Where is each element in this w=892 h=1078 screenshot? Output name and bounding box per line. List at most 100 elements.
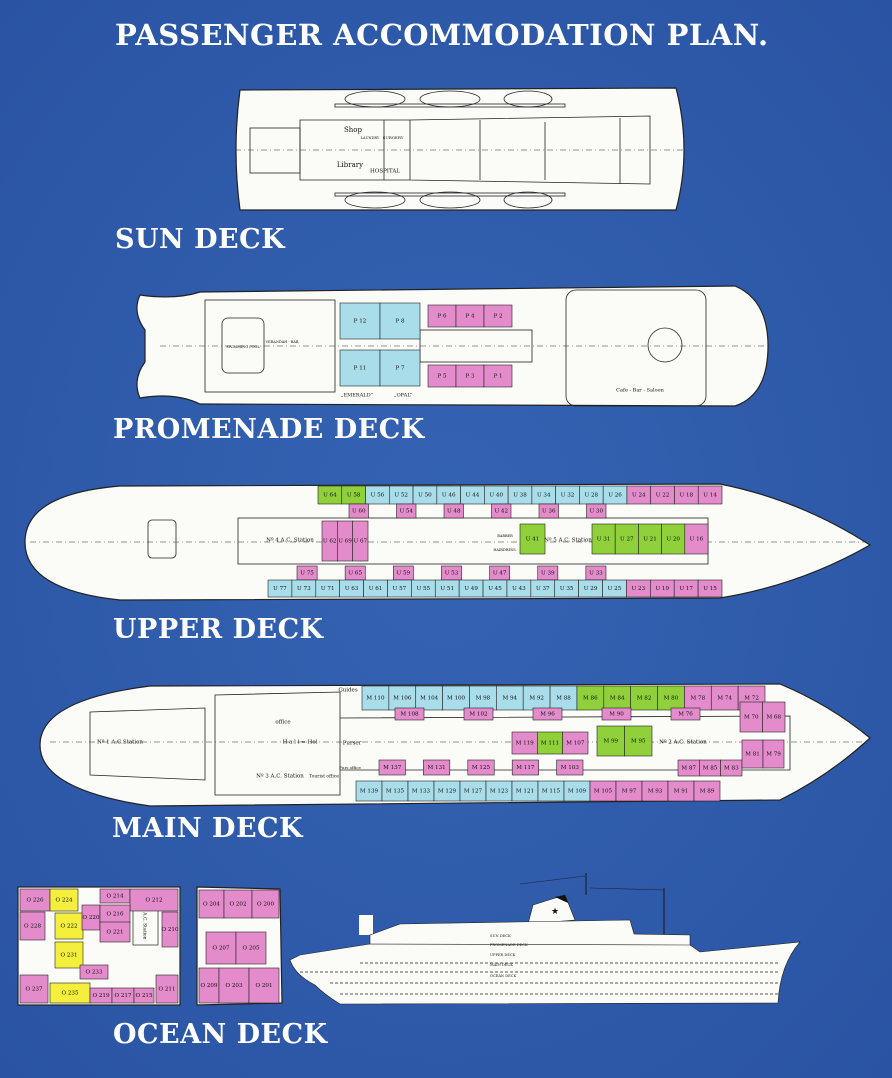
cabin[interactable]: U 43 xyxy=(506,579,532,598)
cabin[interactable]: P 7 xyxy=(379,349,421,387)
cabin[interactable]: O 204 xyxy=(198,889,225,919)
cabin[interactable]: M 80 xyxy=(657,685,685,711)
cabin[interactable]: M 83 xyxy=(720,759,743,777)
cabin[interactable]: U 27 xyxy=(614,523,639,555)
cabin[interactable]: U 36 xyxy=(538,503,559,519)
cabin[interactable]: M 90 xyxy=(601,707,632,721)
cabin[interactable]: P 2 xyxy=(483,304,513,328)
cabin[interactable]: O 224 xyxy=(49,888,79,912)
cabin[interactable]: M 102 xyxy=(463,707,494,721)
cabin[interactable]: O 201 xyxy=(248,967,280,1004)
cabin[interactable]: U 16 xyxy=(684,523,709,555)
cabin[interactable]: M 110 xyxy=(361,685,390,711)
cabin[interactable]: O 212 xyxy=(129,888,179,912)
cabin[interactable]: M 74 xyxy=(710,685,739,711)
cabin[interactable]: M 108 xyxy=(394,707,425,721)
cabin[interactable]: M 87 xyxy=(677,759,700,777)
cabin[interactable]: O 220 xyxy=(81,904,101,931)
cabin[interactable]: M 76 xyxy=(670,707,701,721)
cabin[interactable]: U 41 xyxy=(519,523,546,555)
cabin[interactable]: M 125 xyxy=(467,759,495,776)
cabin[interactable]: P 4 xyxy=(455,304,485,328)
cabin[interactable]: O 203 xyxy=(218,967,250,1004)
cabin[interactable]: M 119 xyxy=(511,731,538,755)
cabin[interactable]: P 6 xyxy=(427,304,457,328)
cabin[interactable]: U 34 xyxy=(531,485,556,505)
cabin[interactable]: U 49 xyxy=(458,579,484,598)
cabin[interactable]: U 60 xyxy=(348,503,369,519)
cabin[interactable]: M 115 xyxy=(537,780,565,802)
cabin[interactable]: U 52 xyxy=(388,485,414,505)
cabin[interactable]: U 77 xyxy=(267,579,293,598)
cabin[interactable]: U 28 xyxy=(579,485,604,505)
cabin[interactable]: U 29 xyxy=(578,579,603,598)
cabin[interactable]: M 104 xyxy=(415,685,443,711)
cabin[interactable]: P 5 xyxy=(427,364,457,388)
cabin[interactable]: U 18 xyxy=(674,485,699,505)
cabin[interactable]: M 86 xyxy=(576,685,605,711)
cabin[interactable]: U 45 xyxy=(482,579,508,598)
cabin[interactable]: U 63 xyxy=(339,579,364,598)
cabin[interactable]: M 133 xyxy=(407,780,435,802)
cabin[interactable]: M 81 xyxy=(741,739,764,769)
cabin[interactable]: O 211 xyxy=(155,974,179,1004)
cabin[interactable]: O 207 xyxy=(205,931,237,965)
cabin[interactable]: U 33 xyxy=(585,565,607,581)
cabin[interactable]: U 31 xyxy=(591,523,616,555)
cabin[interactable]: U 73 xyxy=(291,579,317,598)
cabin[interactable]: U 37 xyxy=(530,579,556,598)
cabin[interactable]: U 20 xyxy=(661,523,686,555)
cabin[interactable]: M 97 xyxy=(615,780,643,802)
cabin[interactable]: M 94 xyxy=(496,685,524,711)
cabin[interactable]: P 11 xyxy=(339,349,381,387)
cabin[interactable]: O 235 xyxy=(49,982,91,1004)
cabin[interactable]: U 38 xyxy=(507,485,533,505)
cabin[interactable]: M 100 xyxy=(442,685,470,711)
cabin[interactable]: M 123 xyxy=(485,780,513,802)
cabin[interactable]: U 55 xyxy=(411,579,436,598)
cabin[interactable]: O 231 xyxy=(54,941,84,969)
cabin[interactable]: M 78 xyxy=(684,685,712,711)
cabin[interactable]: U 46 xyxy=(436,485,461,505)
cabin[interactable]: O 216 xyxy=(99,904,131,924)
cabin[interactable]: P 3 xyxy=(455,364,485,388)
cabin[interactable]: M 139 xyxy=(355,780,383,802)
cabin[interactable]: U 69 xyxy=(337,520,353,562)
cabin[interactable]: U 64 xyxy=(317,485,343,505)
cabin[interactable]: U 25 xyxy=(602,579,627,598)
cabin[interactable]: O 217 xyxy=(111,987,135,1004)
cabin[interactable]: M 92 xyxy=(522,685,551,711)
cabin[interactable]: U 56 xyxy=(365,485,390,505)
cabin[interactable]: M 111 xyxy=(537,731,563,755)
cabin[interactable]: M 129 xyxy=(433,780,461,802)
cabin[interactable]: U 59 xyxy=(392,565,414,581)
cabin[interactable]: O 233 xyxy=(79,964,109,980)
cabin[interactable]: U 14 xyxy=(697,485,723,505)
cabin[interactable]: O 210 xyxy=(161,911,179,948)
cabin[interactable]: M 96 xyxy=(532,707,563,721)
cabin[interactable]: M 89 xyxy=(693,780,721,802)
cabin[interactable]: U 61 xyxy=(363,579,388,598)
cabin[interactable]: O 202 xyxy=(223,889,253,919)
cabin[interactable]: M 82 xyxy=(630,685,658,711)
cabin[interactable]: U 17 xyxy=(673,579,699,598)
cabin[interactable]: U 30 xyxy=(586,503,607,519)
cabin[interactable]: U 21 xyxy=(638,523,662,555)
cabin[interactable]: M 106 xyxy=(388,685,417,711)
cabin[interactable]: U 65 xyxy=(344,565,366,581)
cabin[interactable]: M 109 xyxy=(563,780,591,802)
cabin[interactable]: U 22 xyxy=(650,485,675,505)
cabin[interactable]: U 54 xyxy=(396,503,417,519)
cabin[interactable]: U 75 xyxy=(296,565,318,581)
cabin[interactable]: M 137 xyxy=(378,759,406,776)
cabin[interactable]: M 103 xyxy=(556,759,584,776)
cabin[interactable]: M 127 xyxy=(459,780,487,802)
cabin[interactable]: O 237 xyxy=(19,974,49,1004)
cabin[interactable]: M 117 xyxy=(511,759,539,776)
cabin[interactable]: U 24 xyxy=(626,485,652,505)
cabin[interactable]: U 53 xyxy=(441,565,462,581)
cabin[interactable]: M 88 xyxy=(549,685,578,711)
cabin[interactable]: P 1 xyxy=(483,364,513,388)
cabin[interactable]: M 107 xyxy=(562,731,589,755)
cabin[interactable]: O 228 xyxy=(19,911,46,941)
